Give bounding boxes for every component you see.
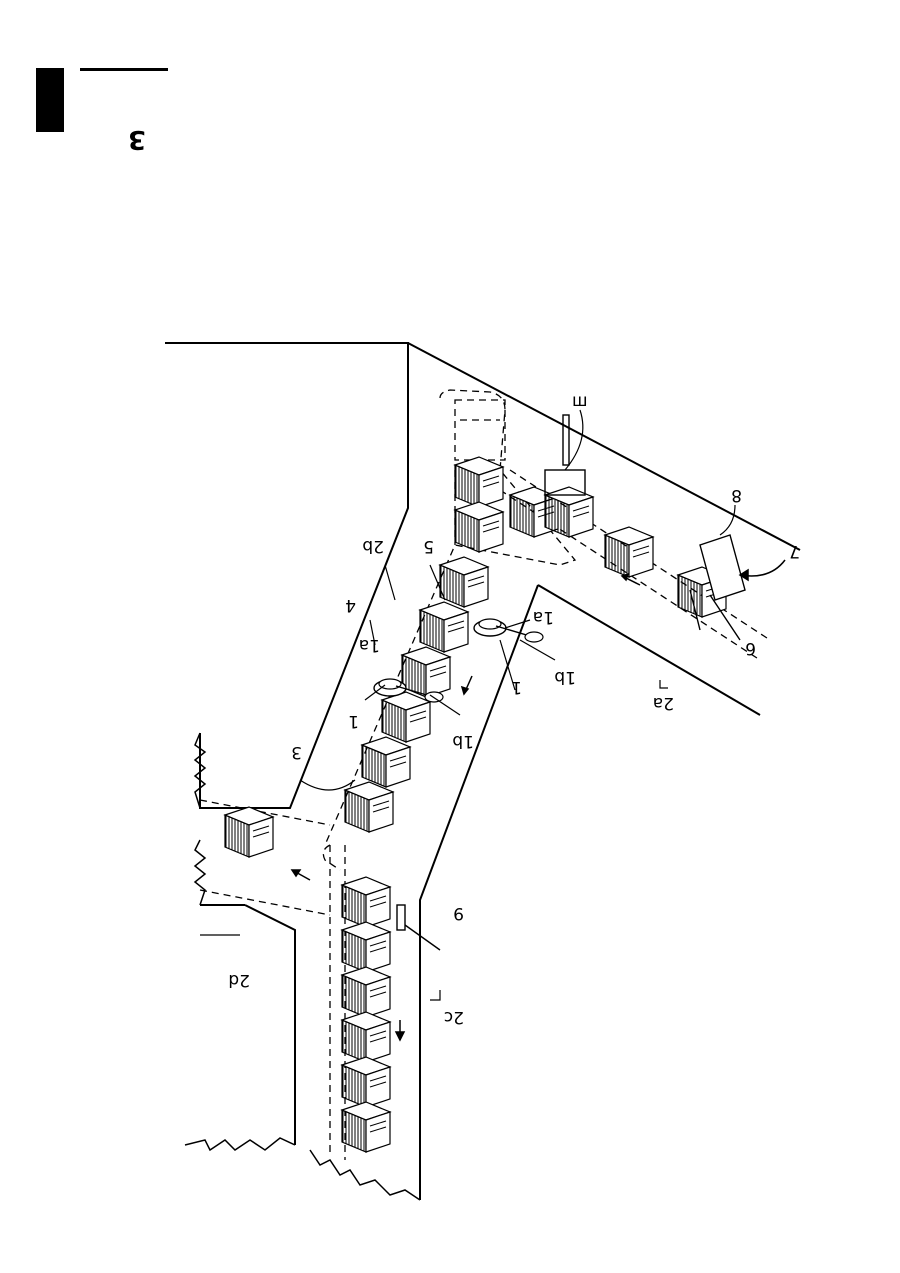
label-7: 7 [789,541,800,561]
label-1b-upper: 1b [554,667,576,687]
label-2b: 2b [362,536,384,556]
label-2a: 2a [653,693,674,713]
label-1-upper: 1 [511,677,522,697]
label-2d: 2d [228,970,250,990]
label-m: ш [572,391,588,411]
label-3: 3 [291,742,302,762]
pallet-side-branch [225,807,273,857]
label-8: 8 [731,485,742,505]
label-1-lower: 1 [348,711,359,731]
label-5: 5 [423,536,434,556]
label-6: 6 [745,638,756,658]
label-1b-lower: 1b [452,731,474,751]
label-1a-lower: 1a [359,635,380,655]
label-9: 9 [453,903,464,923]
pallets-lower [342,877,390,1152]
sensor-9 [397,905,440,950]
pallets-diagonal [345,557,488,832]
label-1a-upper: 1a [533,607,554,627]
label-2c: 2c [444,1007,464,1027]
label-4: 4 [345,595,356,615]
pallets-upper [455,457,726,617]
